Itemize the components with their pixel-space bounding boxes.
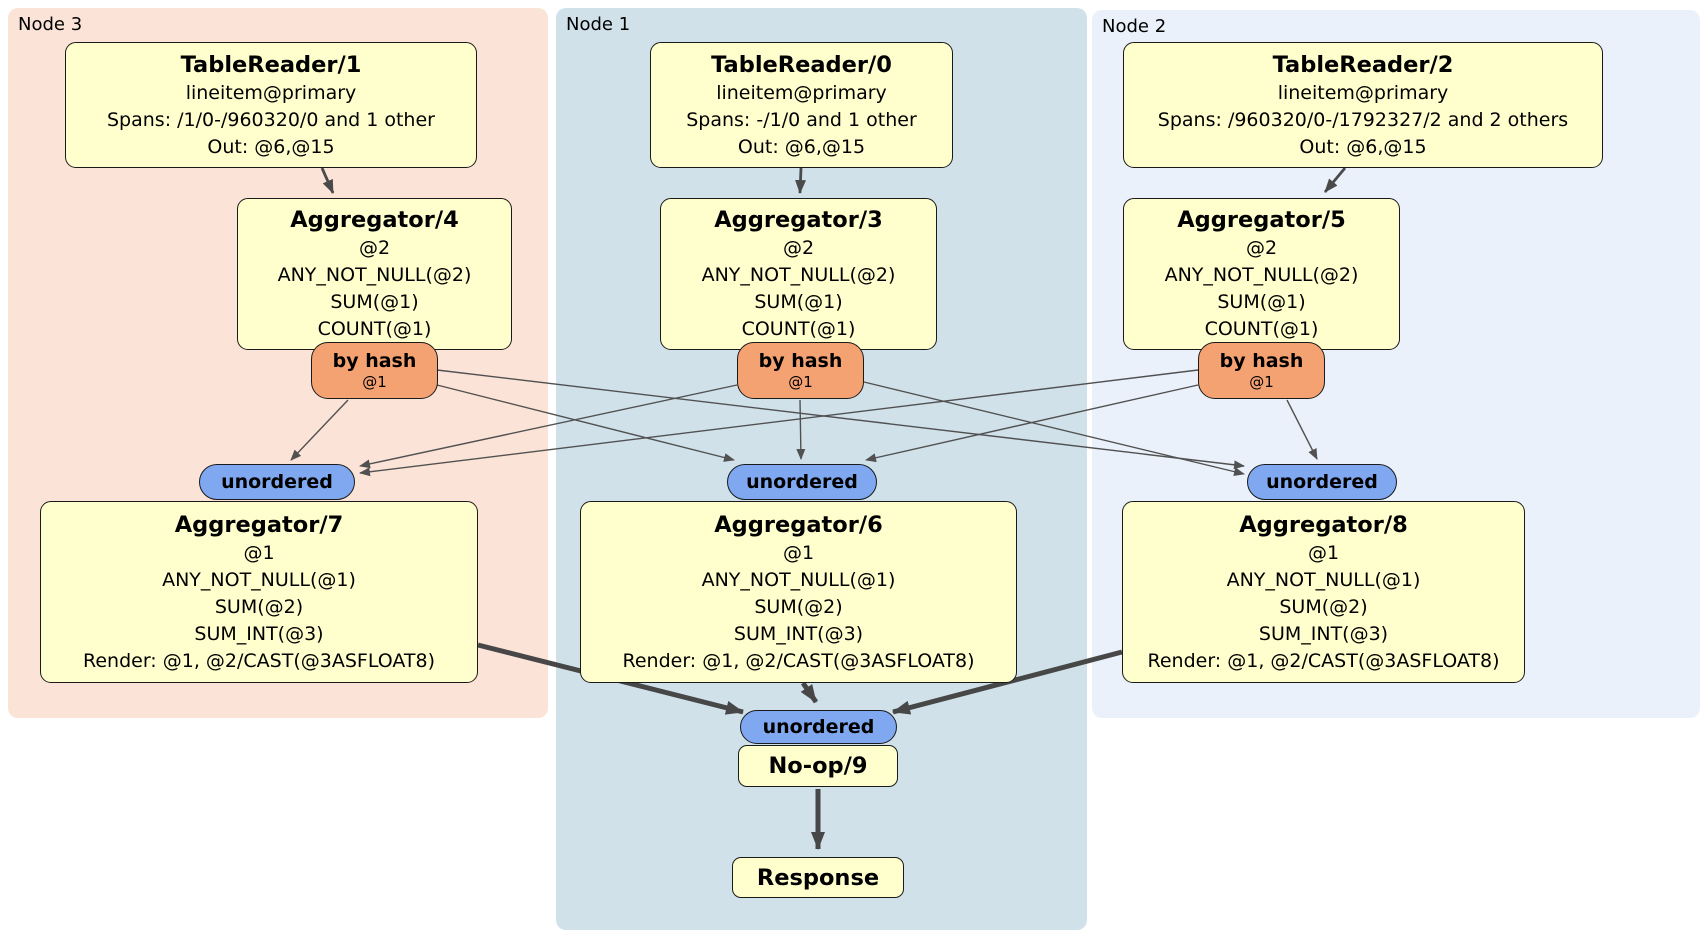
response-box: Response xyxy=(732,857,904,898)
box-line: @1 xyxy=(243,541,275,564)
box-line: SUM(@2) xyxy=(214,595,304,618)
node2-region-label: Node 2 xyxy=(1102,16,1167,37)
box-title: TableReader/1 xyxy=(180,51,362,78)
router-label: by hash xyxy=(758,350,843,372)
box-line: SUM(@1) xyxy=(330,291,419,313)
by-hash-router-node1: by hash @1 xyxy=(737,342,864,399)
router-tag: @1 xyxy=(788,373,813,391)
box-line: COUNT(@1) xyxy=(1204,318,1319,340)
aggregator-4-box: Aggregator/4 @2 ANY_NOT_NULL(@2) SUM(@1)… xyxy=(237,198,512,350)
box-line: ANY_NOT_NULL(@1) xyxy=(162,568,356,591)
box-line: lineitem@primary xyxy=(716,81,887,104)
router-label: by hash xyxy=(1219,350,1304,372)
node3-region-label: Node 3 xyxy=(18,14,83,35)
box-title: TableReader/2 xyxy=(1272,51,1454,78)
box-line: Render: @1, @2/CAST(@3ASFLOAT8) xyxy=(1147,649,1500,672)
box-title: Response xyxy=(756,864,880,891)
box-title: Aggregator/8 xyxy=(1239,511,1408,538)
tablereader-1-box: TableReader/1 lineitem@primary Spans: /1… xyxy=(65,42,477,168)
box-line: SUM_INT(@3) xyxy=(733,622,864,645)
box-line: ANY_NOT_NULL(@2) xyxy=(701,264,896,286)
router-tag: @1 xyxy=(1249,373,1274,391)
aggregator-5-box: Aggregator/5 @2 ANY_NOT_NULL(@2) SUM(@1)… xyxy=(1123,198,1400,350)
box-line: SUM_INT(@3) xyxy=(1258,622,1389,645)
tablereader-2-box: TableReader/2 lineitem@primary Spans: /9… xyxy=(1123,42,1603,168)
box-title: Aggregator/3 xyxy=(714,207,883,233)
box-line: COUNT(@1) xyxy=(741,318,856,340)
box-line: @1 xyxy=(782,541,815,564)
unordered-sync-final: unordered xyxy=(740,710,897,744)
box-line: Out: @6,@15 xyxy=(1299,135,1427,158)
box-line: ANY_NOT_NULL(@2) xyxy=(1164,264,1359,286)
tablereader-0-box: TableReader/0 lineitem@primary Spans: -/… xyxy=(650,42,953,168)
aggregator-6-box: Aggregator/6 @1 ANY_NOT_NULL(@1) SUM(@2)… xyxy=(580,501,1017,683)
box-title: Aggregator/4 xyxy=(290,207,459,233)
box-line: ANY_NOT_NULL(@1) xyxy=(701,568,896,591)
by-hash-router-node2: by hash @1 xyxy=(1198,342,1325,399)
box-line: ANY_NOT_NULL(@2) xyxy=(277,264,472,286)
box-title: Aggregator/7 xyxy=(174,511,344,538)
aggregator-7-box: Aggregator/7 @1 ANY_NOT_NULL(@1) SUM(@2)… xyxy=(40,501,478,683)
aggregator-8-box: Aggregator/8 @1 ANY_NOT_NULL(@1) SUM(@2)… xyxy=(1122,501,1525,683)
box-line: COUNT(@1) xyxy=(317,318,432,340)
box-line: Out: @6,@15 xyxy=(737,135,866,158)
box-line: @2 xyxy=(1245,237,1278,259)
box-line: lineitem@primary xyxy=(185,81,357,104)
box-title: TableReader/0 xyxy=(711,51,892,78)
unordered-sync-node1: unordered xyxy=(727,464,877,500)
box-line: lineitem@primary xyxy=(1277,81,1449,104)
box-line: Out: @6,@15 xyxy=(207,135,335,158)
box-line: @2 xyxy=(358,237,391,259)
unordered-sync-node3: unordered xyxy=(199,464,355,500)
node1-region-label: Node 1 xyxy=(566,14,631,35)
box-line: @1 xyxy=(1307,541,1340,564)
box-line: @2 xyxy=(782,237,815,259)
noop-9-box: No-op/9 xyxy=(738,745,898,787)
box-line: ANY_NOT_NULL(@1) xyxy=(1226,568,1421,591)
router-label: by hash xyxy=(332,350,417,372)
box-line: Render: @1, @2/CAST(@3ASFLOAT8) xyxy=(622,649,975,672)
box-line: SUM(@2) xyxy=(754,595,843,618)
box-line: SUM(@1) xyxy=(754,291,843,313)
aggregator-3-box: Aggregator/3 @2 ANY_NOT_NULL(@2) SUM(@1)… xyxy=(660,198,937,350)
box-line: SUM_INT(@3) xyxy=(194,622,324,645)
by-hash-router-node3: by hash @1 xyxy=(311,342,438,399)
unordered-sync-node2: unordered xyxy=(1247,464,1397,500)
box-line: SUM(@1) xyxy=(1217,291,1306,313)
box-title: Aggregator/5 xyxy=(1177,207,1346,233)
box-line: Render: @1, @2/CAST(@3ASFLOAT8) xyxy=(83,649,435,672)
box-title: Aggregator/6 xyxy=(714,511,883,538)
box-line: SUM(@2) xyxy=(1279,595,1368,618)
box-line: Spans: -/1/0 and 1 other xyxy=(686,108,917,131)
box-title: No-op/9 xyxy=(768,753,868,779)
box-line: Spans: /960320/0-/1792327/2 and 2 others xyxy=(1157,108,1569,131)
router-tag: @1 xyxy=(362,373,387,391)
box-line: Spans: /1/0-/960320/0 and 1 other xyxy=(107,108,435,131)
